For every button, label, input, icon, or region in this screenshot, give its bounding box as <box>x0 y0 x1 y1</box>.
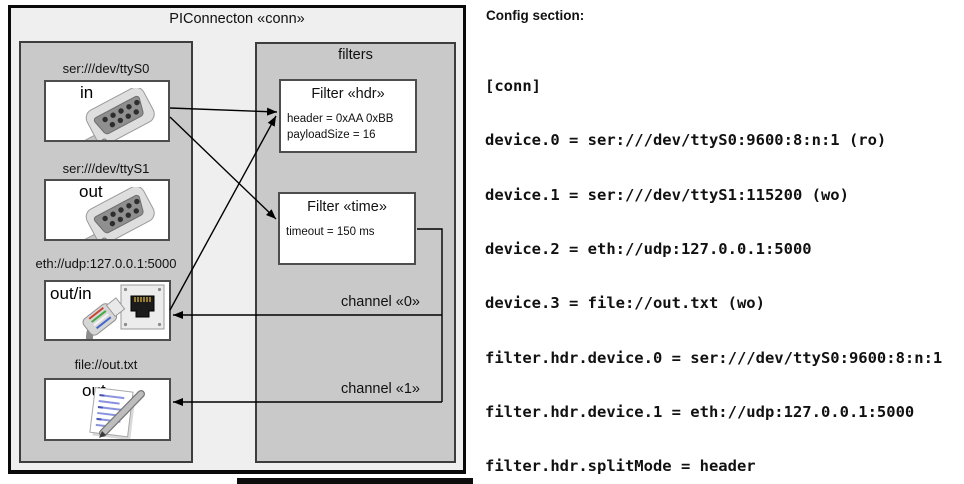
device-box-file: out <box>44 378 171 441</box>
channel-0-label: channel «0» <box>340 294 420 310</box>
serial-connector-icon <box>68 88 155 140</box>
config-line: [conn] <box>485 77 541 95</box>
config-line: filter.hdr.device.1 = eth://udp:127.0.0.… <box>485 403 915 422</box>
ethernet-jack-icon <box>120 284 165 330</box>
channel-1-label: channel «1» <box>340 381 420 397</box>
device-direction-label: out/in <box>50 284 92 303</box>
filter-time-prop-timeout: timeout = 150 ms <box>286 226 375 238</box>
filter-box-hdr: Filter «hdr» header = 0xAA 0xBB payloadS… <box>279 79 417 153</box>
config-line: device.3 = file://out.txt (wo) <box>485 294 765 313</box>
serial-connector-icon <box>68 187 155 239</box>
config-line: device.0 = ser:///dev/ttyS0:9600:8:n:1 (… <box>485 131 887 150</box>
device-uri-label-ttys1: ser:///dev/ttyS1 <box>62 161 150 176</box>
device-box-ttys1: out <box>44 179 170 241</box>
piconnecton-title: PIConnecton «conn» <box>169 11 305 27</box>
device-uri-label-ttys0: ser:///dev/ttyS0 <box>62 61 150 76</box>
filter-hdr-prop-header: header = 0xAA 0xBB <box>287 113 394 125</box>
config-heading: Config section: <box>486 8 585 23</box>
device-uri-label-file: file://out.txt <box>74 357 138 372</box>
filter-hdr-prop-payloadsize: payloadSize = 16 <box>287 129 376 141</box>
ethernet-cable-icon <box>82 297 126 339</box>
filter-box-time: Filter «time» timeout = 150 ms <box>278 192 416 265</box>
device-box-eth: out/in <box>44 280 171 341</box>
config-line: filter.hdr.splitMode = header <box>485 457 756 476</box>
config-text-block: [conn] device.0 = ser:///dev/ttyS0:9600:… <box>485 41 952 484</box>
notepad-icon <box>89 386 145 439</box>
device-box-ttys0: in <box>44 80 170 142</box>
device-uri-label-eth: eth://udp:127.0.0.1:5000 <box>35 256 177 271</box>
device-direction-label: out <box>79 182 103 201</box>
device-direction-label: in <box>80 83 94 102</box>
window-edge-artifact <box>237 478 473 484</box>
filters-group-label: filters <box>338 47 373 63</box>
filter-hdr-title: Filter «hdr» <box>311 86 385 102</box>
config-line: filter.hdr.device.0 = ser:///dev/ttyS0:9… <box>485 348 943 367</box>
config-line: device.1 = ser:///dev/ttyS1:115200 (wo) <box>485 185 849 204</box>
filter-time-title: Filter «time» <box>307 199 387 215</box>
config-line: device.2 = eth://udp:127.0.0.1:5000 <box>485 240 812 259</box>
